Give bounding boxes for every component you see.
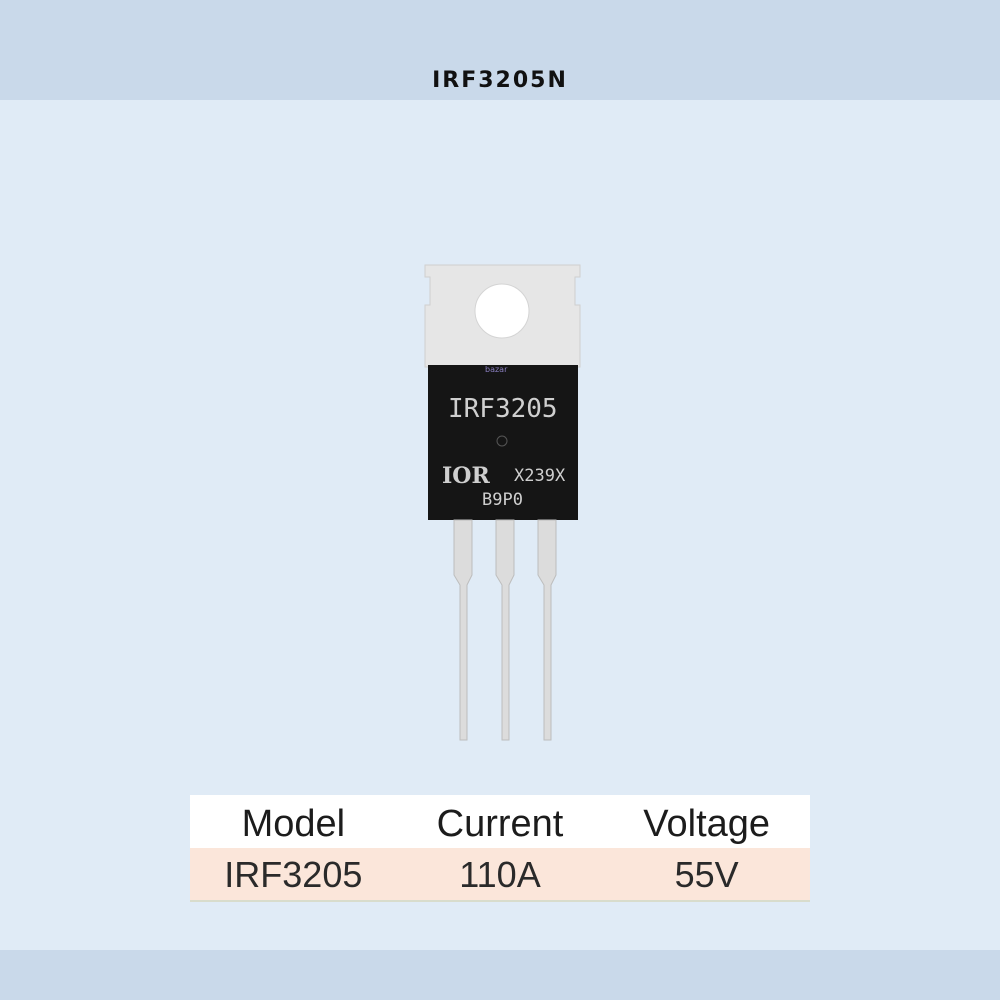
package-body bbox=[428, 365, 578, 520]
header-band bbox=[0, 0, 1000, 100]
marking-logo: IOR bbox=[442, 463, 490, 489]
watermark-text: bazar bbox=[485, 365, 508, 374]
to220-package: bazar IRF3205 IOR X239X B9P0 bbox=[424, 264, 581, 741]
mounting-hole bbox=[474, 283, 530, 339]
marking-part-number: IRF3205 bbox=[448, 394, 558, 424]
spec-value-voltage: 55V bbox=[674, 854, 739, 895]
spec-header-current: Current bbox=[436, 803, 564, 845]
transistor-image: bazar IRF3205 IOR X239X B9P0 bbox=[410, 255, 590, 755]
footer-band bbox=[0, 950, 1000, 1000]
spec-value-current: 110A bbox=[459, 854, 541, 895]
spec-header-voltage: Voltage bbox=[643, 803, 771, 845]
lead-gate bbox=[453, 519, 473, 741]
leads bbox=[453, 519, 557, 741]
lead-source bbox=[537, 519, 557, 741]
spec-header-model: Model bbox=[241, 803, 346, 845]
spec-header-row: Model Current Voltage bbox=[190, 795, 810, 848]
pin1-dot-icon bbox=[496, 435, 508, 447]
marking-date-code: X239X bbox=[514, 466, 566, 486]
spec-value-model: IRF3205 bbox=[224, 854, 363, 895]
marking-batch-code: B9P0 bbox=[482, 490, 523, 510]
spec-value-row: IRF3205 110A 55V bbox=[190, 848, 810, 900]
page-title: IRF3205N bbox=[432, 68, 568, 93]
lead-drain bbox=[495, 519, 515, 741]
spec-table: Model Current Voltage IRF3205 110A 55V bbox=[190, 795, 810, 902]
